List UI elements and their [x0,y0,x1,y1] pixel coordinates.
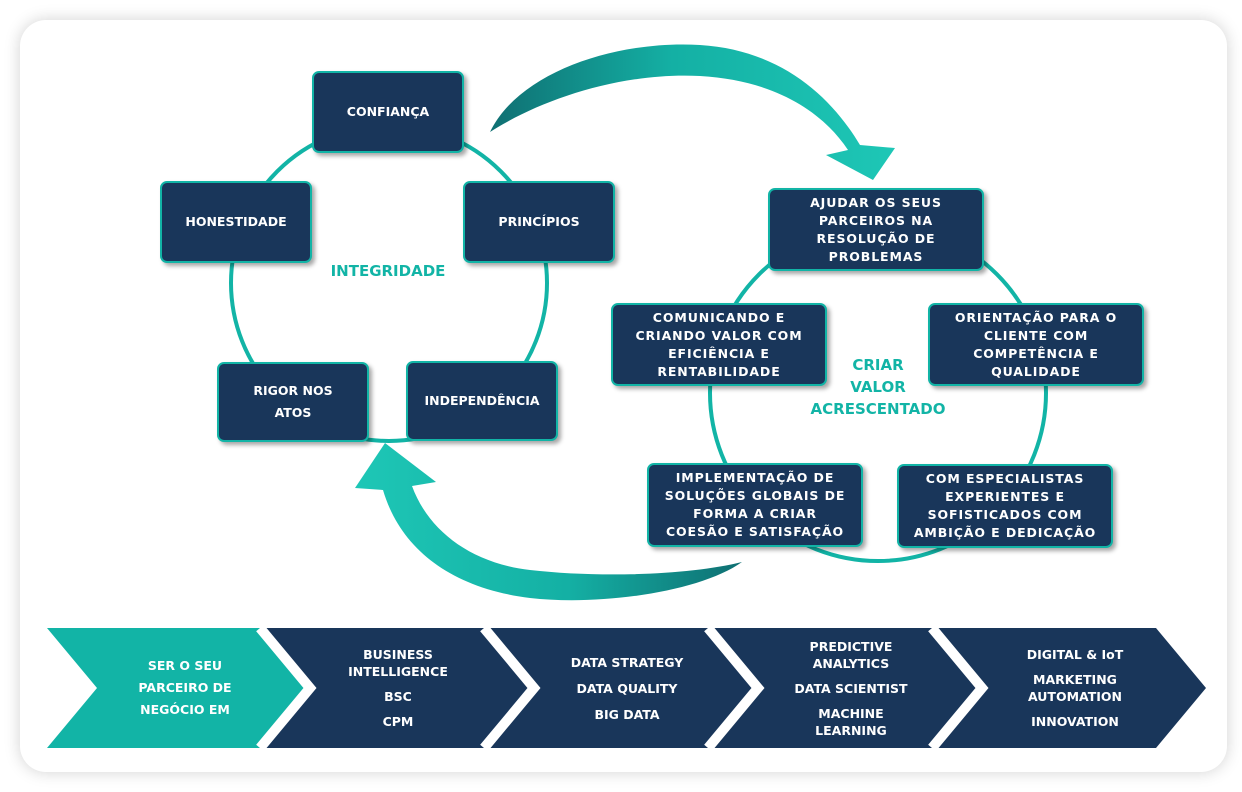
integrity-center-label: INTEGRIDADE [330,262,446,280]
chevron-stage-4 [932,628,1206,748]
stage-3-item: MACHINE LEARNING [815,705,887,738]
step-box-comunicando: COMUNICANDO E CRIANDO VALOR COM EFICIÊNC… [611,303,827,386]
chevron-stage-2-text: DATA STRATEGY DATA QUALITY BIG DATA [542,628,712,748]
stage-2-item: DATA STRATEGY [570,654,684,670]
chevron-stage-3-text: PREDICTIVE ANALYTICS DATA SCIENTIST MACH… [766,628,936,748]
value-box-rigor-nos-atos: RIGOR NOS ATOS [217,362,369,442]
value-box-independencia: INDEPENDÊNCIA [406,361,558,441]
stage-4-item: DIGITAL & IoT [1026,647,1124,662]
stage-4-item: MARKETING AUTOMATION [1027,672,1122,704]
value-center-label: CRIAR VALOR ACRESCENTADO [810,356,946,418]
step-box-especialistas: COM ESPECIALISTAS EXPERIENTES E SOFISTIC… [897,464,1113,548]
step-box-ajudar-parceiros: AJUDAR OS SEUS PARCEIROS NA RESOLUÇÃO DE… [768,188,984,271]
top-curved-arrow [490,44,895,180]
stage-4-item: INNOVATION [1031,714,1119,729]
chevron-lead [47,628,310,748]
bottom-curved-arrow [355,443,742,601]
value-box-honestidade: HONESTIDADE [160,181,312,263]
lead-label: SER O SEU PARCEIRO DE NEGÓCIO EM [138,658,232,717]
stage-2-item: BIG DATA [594,706,660,722]
stage-3-item: PREDICTIVE ANALYTICS [809,638,893,671]
step-box-orientacao-cliente: ORIENTAÇÃO PARA O CLIENTE COM COMPETÊNCI… [928,303,1144,386]
step-box-implementacao: IMPLEMENTAÇÃO DE SOLUÇÕES GLOBAIS DE FOR… [647,463,863,547]
chevron-stage-2 [484,628,758,748]
stage-1-item: CPM [382,714,414,729]
chevron-stage-4-text: DIGITAL & IoT MARKETING AUTOMATION INNOV… [990,628,1160,748]
stage-2-item: DATA QUALITY [576,680,678,696]
stage-1-item: BSC [384,689,412,704]
chevron-stage-3 [708,628,982,748]
stage-3-item: DATA SCIENTIST [794,680,908,696]
chevron-stage-1-text: BUSINESS INTELLIGENCE BSC CPM [318,628,478,748]
value-box-confianca: CONFIANÇA [312,71,464,153]
stage-1-item: BUSINESS INTELLIGENCE [348,647,448,679]
chevron-stage-1 [260,628,534,748]
chevron-lead-text: SER O SEU PARCEIRO DE NEGÓCIO EM [110,628,260,748]
value-box-principios: PRINCÍPIOS [463,181,615,263]
